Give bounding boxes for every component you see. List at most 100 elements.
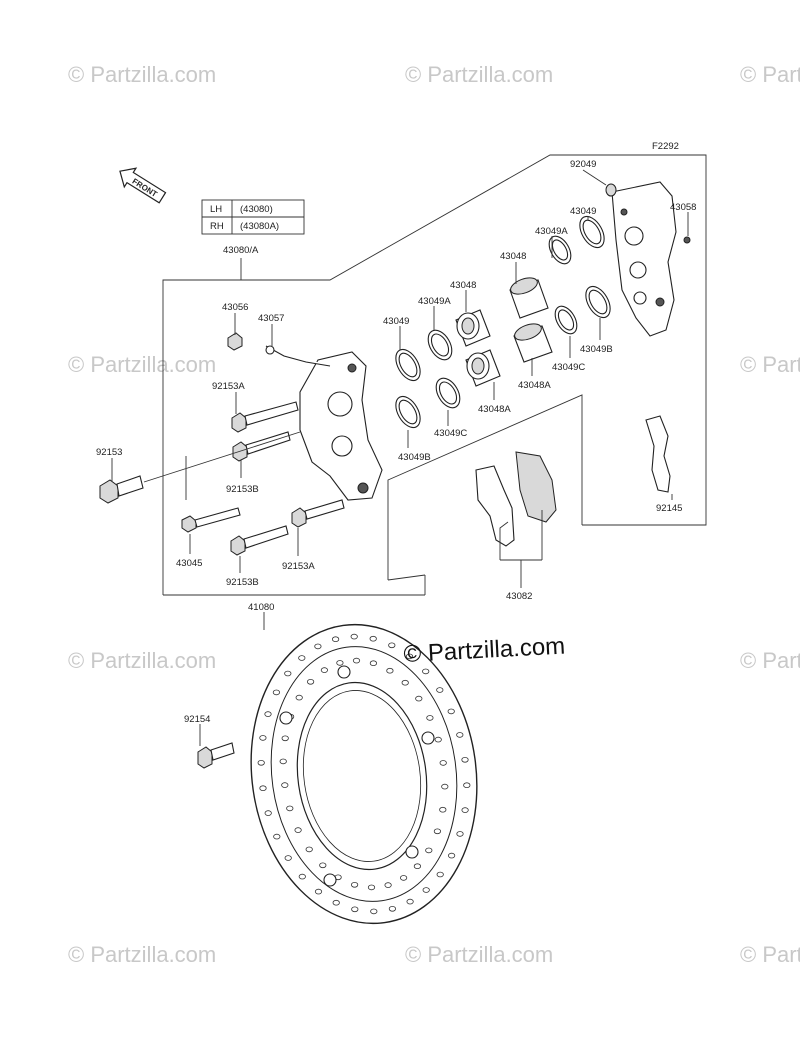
table-part: (43080A) <box>240 221 279 232</box>
label-43049C: 43049C <box>434 428 467 439</box>
caliper-inner-half <box>299 351 383 501</box>
rotor-hole <box>336 660 344 666</box>
bolts <box>99 401 345 556</box>
watermark: © Partzilla.com <box>68 942 216 967</box>
rotor-hole <box>350 633 358 640</box>
diagram-code: F2292 <box>652 141 679 152</box>
rotor-hole <box>367 884 376 891</box>
label-92153A: 92153A <box>212 381 245 392</box>
watermark: © Partzilla.com <box>740 648 800 673</box>
bolt-92154 <box>197 742 235 769</box>
part-labels: 43080/A 43056 43057 92153A 92153 92153B … <box>96 159 696 725</box>
label-43049C: 43049C <box>552 362 585 373</box>
label-43049B: 43049B <box>398 452 431 463</box>
watermark: © Partzilla.com <box>68 62 216 87</box>
rotor-hole <box>463 782 471 788</box>
rotor-hole <box>259 785 267 791</box>
bleeder-cap-92049 <box>605 183 617 197</box>
rotor-hole <box>257 759 265 766</box>
rotor-hole <box>413 863 421 869</box>
rotor-hole <box>433 828 441 835</box>
rotor-hole <box>298 873 306 880</box>
rotor-hole <box>264 711 272 717</box>
rotor-hole <box>281 735 289 742</box>
rotor-hole <box>352 657 361 664</box>
side-table: LH (43080) RH (43080A) <box>201 199 305 235</box>
label-43057: 43057 <box>258 313 284 324</box>
rotor-hole <box>436 871 444 878</box>
label-43048: 43048 <box>500 251 526 262</box>
rotor-hole <box>286 805 294 812</box>
rotor-hole <box>295 694 303 701</box>
label-92153B: 92153B <box>226 577 259 588</box>
label-43049A: 43049A <box>535 226 568 237</box>
pistons <box>455 277 553 387</box>
label-43045: 43045 <box>176 558 202 569</box>
rotor-hole <box>320 667 328 673</box>
caliper-outer-half <box>611 181 677 337</box>
rotor-hole <box>351 906 359 913</box>
rotor-hole <box>426 715 434 721</box>
label-43049: 43049 <box>383 316 409 327</box>
rotor-hole <box>447 852 456 859</box>
watermark: © Partzilla.com <box>405 942 553 967</box>
watermarks: © Partzilla.com © Partzilla.com © Partzi… <box>68 62 800 967</box>
table-part: (43080) <box>240 204 273 215</box>
rotor-hole <box>422 668 430 675</box>
rotor-hole <box>319 862 327 869</box>
rotor-hole <box>461 756 469 763</box>
watermark: © Partzilla.com <box>68 648 216 673</box>
label-43049A: 43049A <box>418 296 451 307</box>
rotor-hole <box>447 708 455 715</box>
label-92049: 92049 <box>570 159 596 170</box>
label-43049: 43049 <box>570 206 596 217</box>
table-side: LH <box>210 204 222 215</box>
assembly-outline <box>162 154 707 596</box>
rotor-hole <box>314 888 323 895</box>
rotor-hole <box>461 807 469 813</box>
rotor-hole <box>441 783 449 790</box>
watermark: © Partzilla.com <box>68 352 216 377</box>
table-side: RH <box>210 221 224 232</box>
rotor-hole <box>434 736 442 743</box>
rotor-hole <box>425 847 433 854</box>
rotor-hole <box>388 905 396 912</box>
rotor-hole <box>405 653 414 660</box>
label-43049B: 43049B <box>580 344 613 355</box>
rotor-hole <box>456 831 464 837</box>
label-92154: 92154 <box>184 714 210 725</box>
watermark: © Partzilla.com <box>740 352 800 377</box>
rotor-hole <box>388 642 396 649</box>
rotor-hole <box>422 887 430 893</box>
rotor-hole <box>298 655 306 661</box>
label-92153A: 92153A <box>282 561 315 572</box>
rotor-hole <box>331 636 340 642</box>
rotor-hole <box>370 908 378 915</box>
front-arrow-icon: FRONT <box>119 167 167 204</box>
label-92145: 92145 <box>656 503 682 514</box>
label-41080: 41080 <box>248 602 274 613</box>
part-43057 <box>265 345 331 367</box>
rotor-hole <box>272 689 280 696</box>
rotor-hole <box>259 735 267 741</box>
rotor-hole <box>284 670 292 677</box>
rotor-hole <box>386 667 394 674</box>
rotor-hole <box>350 881 359 888</box>
label-92153: 92153 <box>96 447 122 458</box>
rotor-hole <box>439 760 447 766</box>
watermark: © Partzilla.com <box>740 62 800 87</box>
pad-spring-92145 <box>645 415 671 493</box>
brake-disc-41080 <box>250 623 478 925</box>
watermark: © Partzilla.com <box>740 942 800 967</box>
leader-lines <box>111 169 689 746</box>
rotor-hole <box>384 882 392 888</box>
label-43082: 43082 <box>506 591 532 602</box>
seal-rings-left <box>395 329 461 429</box>
label-43048A: 43048A <box>518 380 551 391</box>
rotor-hole <box>399 875 408 881</box>
label-43056: 43056 <box>222 302 248 313</box>
rotor-hole <box>406 898 414 905</box>
rotor-hole <box>415 695 423 702</box>
rotor-hole <box>273 833 281 840</box>
